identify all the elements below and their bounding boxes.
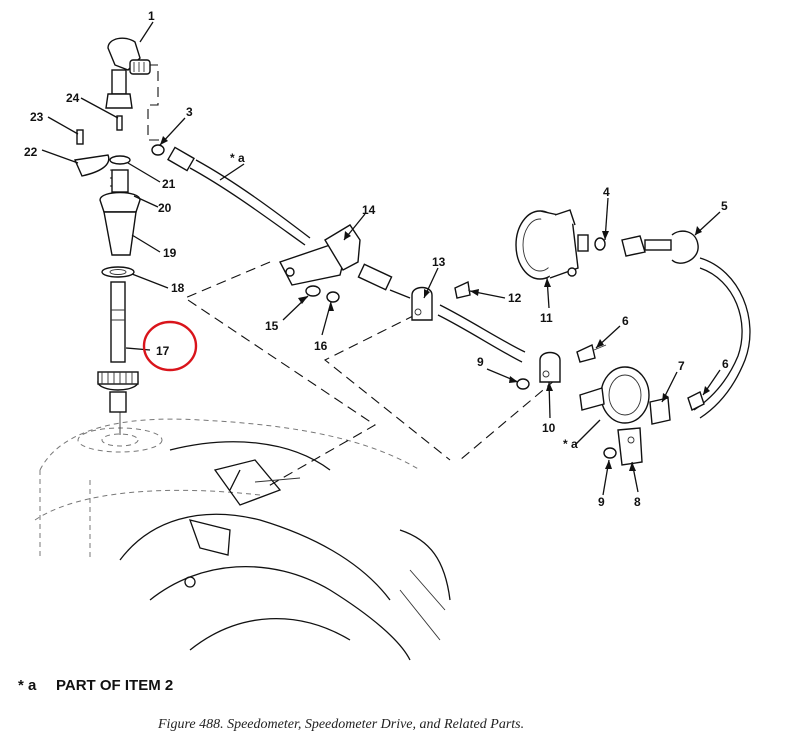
callout-5: 5 [721,199,728,213]
callout-3: 3 [186,105,193,119]
leader-lines [41,21,721,496]
callout-23: 23 [30,110,44,124]
figure-caption: Figure 488. Speedometer, Speedometer Dri… [157,717,524,732]
callout-17: 17 [156,344,170,358]
callout-labels: 1 3 4 5 6 6 7 8 9 9 10 11 12 13 14 15 16… [24,9,729,509]
cable-marker-lower: * a [563,437,578,451]
speedometer-cable-middle [357,263,526,363]
callout-12: 12 [508,291,522,305]
callout-10: 10 [542,421,556,435]
callout-16: 16 [314,339,328,353]
callout-6b: 6 [722,357,729,371]
callout-14: 14 [362,203,376,217]
callout-8: 8 [634,495,641,509]
callout-7: 7 [678,359,685,373]
note-symbol: * a [18,677,37,694]
callout-18: 18 [171,281,185,295]
drive-unit [579,366,705,466]
note-text: PART OF ITEM 2 [56,677,173,694]
callout-24: 24 [66,91,80,105]
callout-9a: 9 [477,355,484,369]
cable-marker-upper: * a [230,151,245,165]
speedometer-cable-upper [151,144,311,246]
mounting-bracket-14 [279,224,361,303]
adapter-and-clip [621,230,751,419]
callout-13: 13 [432,255,446,269]
clamp-10 [516,343,607,390]
callout-22: 22 [24,145,38,159]
clamp-13 [411,280,479,321]
assembly-lines [119,64,556,489]
speedometer-11 [515,209,606,280]
callout-4: 4 [603,185,610,199]
callout-6a: 6 [622,314,629,328]
callout-1: 1 [148,9,155,23]
speedometer-drive-assembly [73,37,151,413]
callout-20: 20 [158,201,172,215]
callout-21: 21 [162,177,176,191]
callout-9b: 9 [598,495,605,509]
callout-15: 15 [265,319,279,333]
transmission-housing [34,418,451,661]
callout-11: 11 [540,311,553,325]
callout-19: 19 [163,246,177,260]
highlight-circle [142,320,198,372]
